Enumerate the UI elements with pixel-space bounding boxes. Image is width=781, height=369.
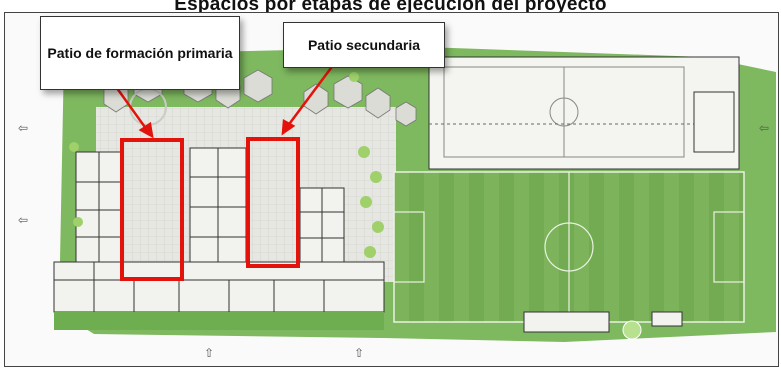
site-plan: ⇦ ⇦ ⇦ ⇧ ⇧ — [18, 47, 776, 360]
svg-text:⇦: ⇦ — [18, 121, 28, 135]
primary-patio-callout: Patio de formación primaria — [40, 16, 240, 90]
secondary-patio-callout: Patio secundaria — [283, 22, 445, 68]
page-title: Espacios por etapas de ejecución del pro… — [174, 0, 607, 15]
trees — [69, 72, 384, 258]
primary-patio-highlight — [120, 138, 184, 281]
svg-text:⇦: ⇦ — [759, 121, 769, 135]
bottom-building — [53, 261, 385, 313]
secondary-patio-highlight — [246, 137, 300, 268]
svg-text:⇧: ⇧ — [204, 346, 214, 360]
svg-text:⇦: ⇦ — [18, 213, 28, 227]
callout-arrows — [112, 63, 336, 139]
central-classroom-block — [189, 147, 247, 267]
left-classroom-block — [75, 151, 123, 263]
football-field — [393, 171, 745, 323]
sports-court-building — [428, 56, 740, 170]
svg-text:⇧: ⇧ — [354, 346, 364, 360]
right-classroom-block — [299, 187, 345, 267]
